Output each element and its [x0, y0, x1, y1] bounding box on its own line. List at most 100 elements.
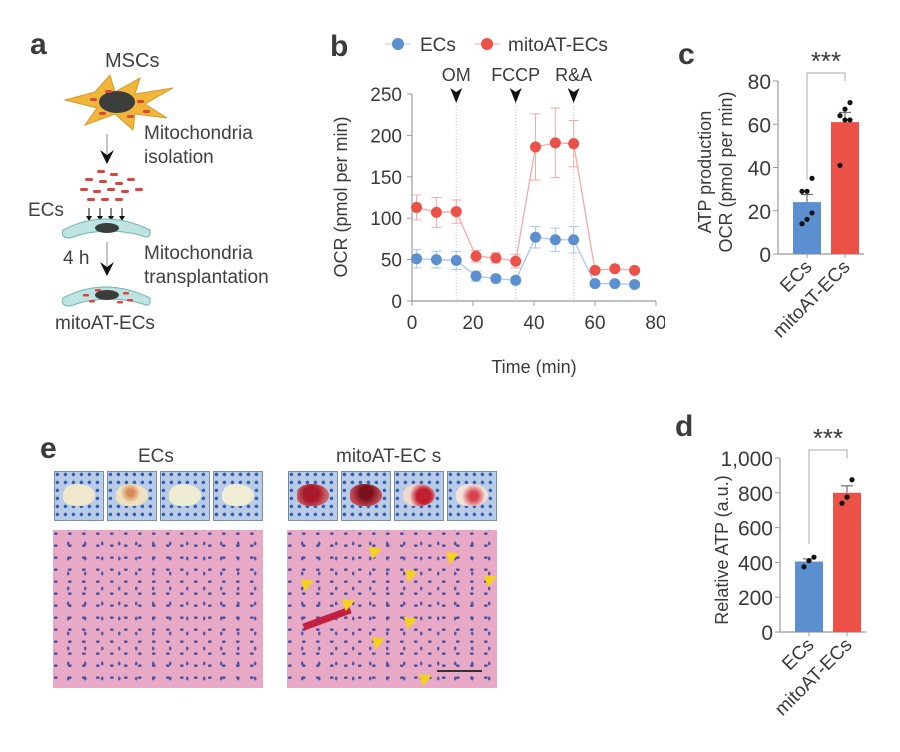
step2-label-line2: transplantation	[144, 267, 269, 288]
y-tick-label: 40	[748, 158, 771, 181]
data-point	[530, 231, 542, 243]
y-tick-label: 200	[370, 126, 402, 147]
chart-b-legend: ECs mitoAT-ECs	[385, 35, 608, 56]
injection-arrow-icon	[450, 88, 463, 103]
significance-bracket	[806, 72, 846, 180]
chart-c-y-axis-label-line1: ATP production	[695, 111, 715, 233]
data-point	[411, 201, 423, 213]
plug-photo	[213, 471, 263, 521]
data-point	[430, 254, 442, 266]
data-point	[470, 270, 482, 282]
y-tick-label: 250	[370, 85, 402, 106]
data-point	[510, 274, 522, 286]
data-point	[609, 278, 621, 290]
data-point	[568, 138, 580, 150]
panel-e-letter: e	[40, 432, 57, 465]
atp-production-bar-chart: ATP production OCR (pmol per min) 020406…	[695, 50, 864, 342]
data-point	[470, 250, 482, 262]
y-tick-label: 60	[748, 114, 771, 137]
individual-point	[809, 175, 815, 181]
injection-label: R&A	[555, 65, 592, 85]
data-point	[450, 254, 462, 266]
step1-label-line2: isolation	[144, 147, 214, 168]
legend-label-ecs: ECs	[420, 35, 456, 56]
y-tick-label: 1,000	[720, 448, 773, 471]
x-tick-label: 40	[523, 313, 544, 334]
ecs-label: ECs	[28, 200, 64, 221]
individual-point	[837, 113, 843, 119]
bar-ecs	[793, 202, 821, 254]
data-point	[589, 278, 601, 290]
data-point	[530, 141, 542, 153]
mitochondria-icon	[80, 170, 143, 201]
individual-point	[844, 494, 850, 500]
y-tick-label: 100	[370, 209, 402, 230]
data-point	[549, 137, 561, 149]
y-tick-label: 150	[370, 168, 402, 189]
group-label-mitoat: mitoAT-EC s	[336, 446, 442, 467]
plug-photo	[447, 471, 497, 521]
bar-mitoat-ecs	[833, 492, 861, 632]
data-point	[510, 255, 522, 267]
y-tick-label: 0	[759, 244, 771, 267]
y-tick-label: 200	[738, 587, 773, 610]
injection-label: FCCP	[491, 65, 540, 85]
individual-point	[847, 100, 853, 106]
significance-label: ***	[813, 423, 843, 453]
x-tick-label: 20	[462, 313, 483, 334]
series-mitoat-ecs	[411, 107, 641, 276]
injection-arrow-icon	[567, 88, 580, 103]
data-point	[411, 253, 423, 265]
y-tick-label: 20	[748, 201, 771, 224]
panel-c-letter: c	[678, 38, 695, 71]
individual-point	[847, 117, 853, 123]
series-ecs	[411, 225, 641, 290]
group-label-ecs: ECs	[138, 446, 174, 467]
chart-d-y-axis-label: Relative ATP (a.u.)	[712, 475, 732, 624]
data-point	[589, 264, 601, 276]
legend-marker-ecs	[392, 38, 404, 50]
time-label: 4 h	[63, 248, 90, 269]
individual-point	[799, 188, 805, 194]
individual-point	[801, 564, 807, 570]
significance-label: ***	[811, 50, 841, 76]
individual-point	[842, 117, 848, 123]
individual-point	[809, 210, 815, 216]
msc-cell-icon	[63, 73, 174, 132]
data-point	[490, 273, 502, 285]
y-tick-label: 800	[738, 483, 773, 506]
step1-label-line1: Mitochondria	[144, 123, 253, 144]
y-tick-label: 0	[761, 622, 773, 645]
individual-point	[842, 106, 848, 112]
individual-point	[811, 554, 817, 560]
result-label: mitoAT-ECs	[55, 313, 155, 334]
arrow-down-icon	[100, 150, 114, 164]
histology-image-ecs	[53, 530, 263, 688]
small-arrows-icon	[88, 208, 123, 218]
y-tick-label: 400	[738, 552, 773, 575]
bar-ecs	[795, 561, 823, 632]
injection-label: OM	[442, 65, 471, 85]
bar-mitoat-ecs	[831, 122, 859, 255]
y-tick-label: 600	[738, 518, 773, 541]
data-point	[430, 206, 442, 218]
legend-marker-mitoat	[481, 38, 493, 50]
y-tick-label: 80	[748, 71, 771, 94]
significance-bracket	[808, 449, 848, 544]
individual-point	[839, 500, 845, 506]
individual-point	[804, 216, 810, 222]
individual-point	[837, 162, 843, 168]
data-point	[490, 252, 502, 264]
data-point	[609, 263, 621, 275]
y-tick-label: 0	[391, 292, 402, 313]
panel-b-letter: b	[330, 30, 349, 63]
data-point	[549, 234, 561, 246]
plug-photo	[107, 471, 157, 521]
plug-photo	[160, 471, 210, 521]
histology-image-mitoat	[287, 530, 497, 688]
injection-arrow-icon	[509, 88, 522, 103]
chart-b-y-axis-label: OCR (pmol per min)	[331, 116, 351, 277]
individual-point	[804, 188, 810, 194]
y-tick-label: 50	[381, 251, 402, 272]
